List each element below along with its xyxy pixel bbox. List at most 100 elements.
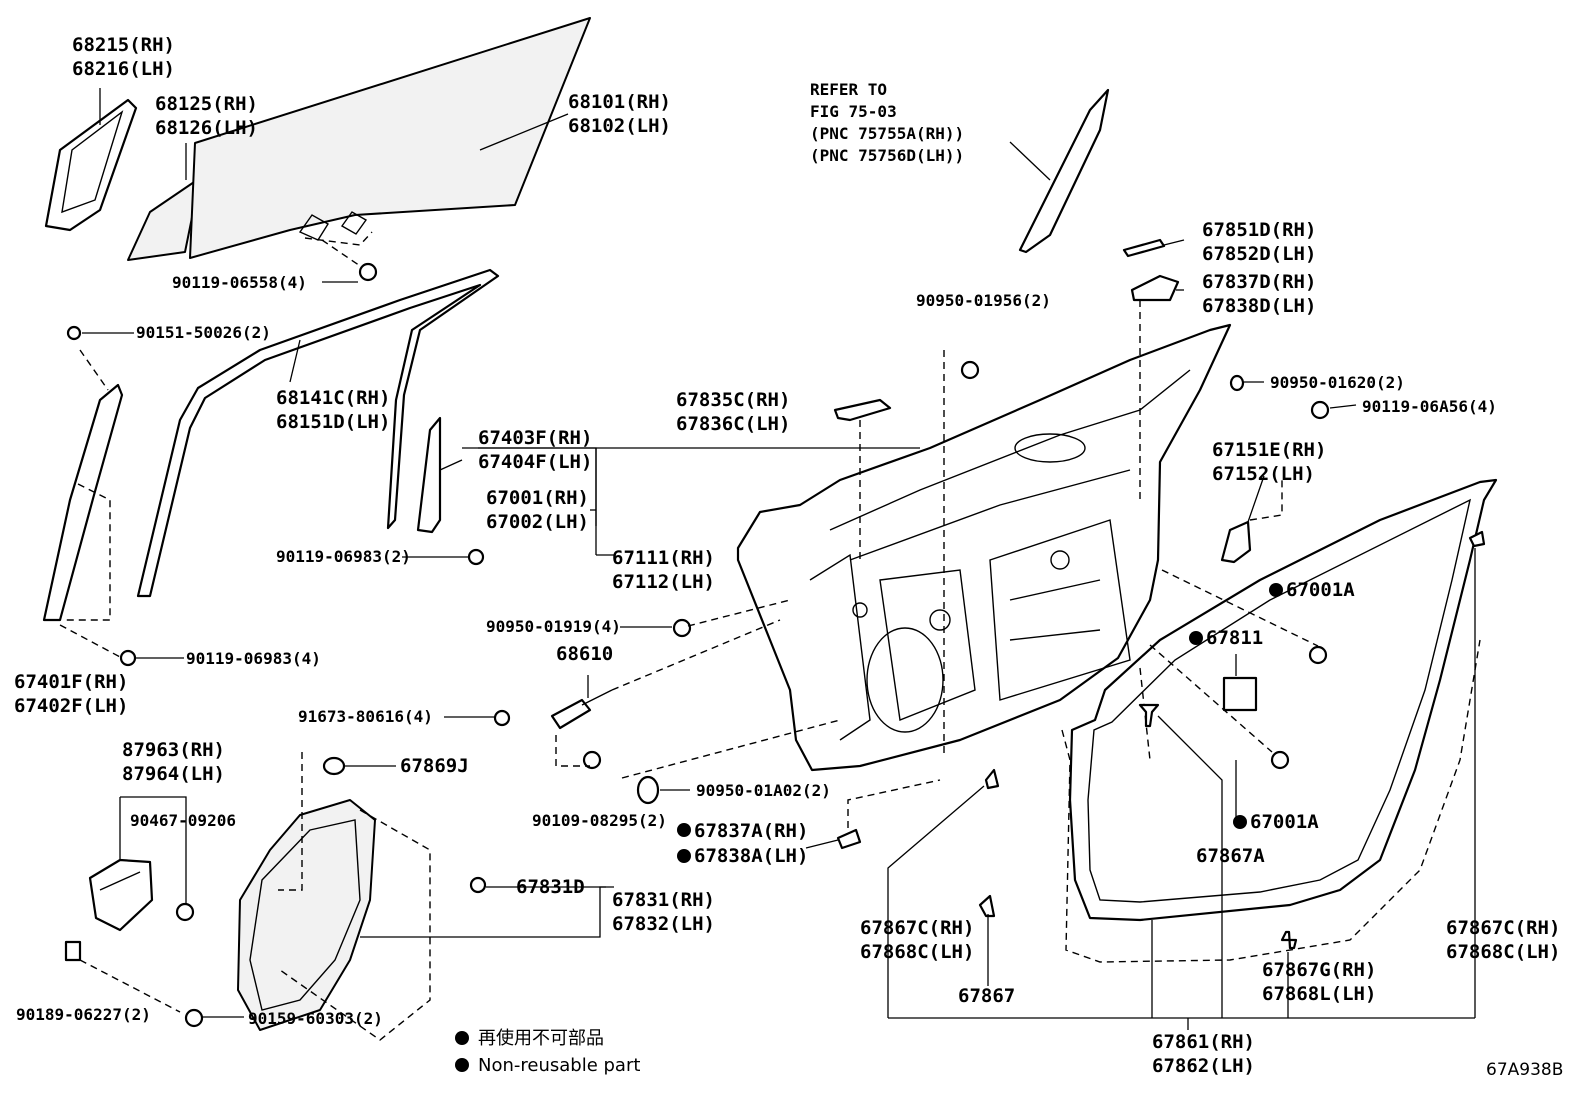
label-67832: 67832(LH): [612, 913, 715, 935]
clip-90189-06227: [64, 940, 82, 962]
door-glass: [189, 17, 591, 271]
hole-plug-90950-01956: [960, 360, 980, 380]
legend-dot: [455, 1031, 469, 1045]
label-67831: 67831(RH): [612, 889, 715, 911]
bolt-91673-80616: [493, 709, 511, 727]
clip-90151-50026: [66, 325, 82, 341]
label-67835c: 67835C(RH): [676, 389, 790, 411]
retainer-67837d: [1130, 274, 1180, 302]
label-67002: 67002(LH): [486, 511, 589, 533]
channel-67401f: [42, 349, 124, 659]
label-67867c-left: 67867C(RH): [860, 917, 974, 939]
bolt-90109-08295: [582, 750, 602, 770]
refer-line-1: REFER TO: [810, 80, 887, 99]
quarter-glass-frame: [44, 98, 138, 232]
nonreusable-dot: [1269, 583, 1283, 597]
label-90109-08295: 90109-08295(2): [532, 811, 667, 830]
label-67867c-right: 67867C(RH): [1446, 917, 1560, 939]
actuator-87963: [88, 858, 154, 932]
nonreusable-dot: [677, 849, 691, 863]
label-67402f: 67402F(LH): [14, 695, 128, 717]
legend-dot: [455, 1058, 469, 1072]
label-90119-06558: 90119-06558(4): [172, 273, 307, 292]
label-68215: 68215(RH): [72, 34, 175, 56]
refer-line-2: FIG 75-03: [810, 102, 897, 121]
label-68151d: 68151D(LH): [276, 411, 390, 433]
refer-line-4: (PNC 75756D(LH)): [810, 146, 964, 165]
label-90950-01a02: 90950-01A02(2): [696, 781, 831, 800]
clip-67831d: [469, 876, 487, 894]
nonreusable-dot: [1233, 815, 1247, 829]
nonreusable-dot: [677, 823, 691, 837]
label-67403f: 67403F(RH): [478, 427, 592, 449]
label-67868c-right: 67868C(LH): [1446, 941, 1560, 963]
label-90119-06a56: 90119-06A56(4): [1362, 397, 1497, 416]
label-67836c: 67836C(LH): [676, 413, 790, 435]
bolt-90119-06983-2: [467, 548, 485, 566]
label-87963: 87963(RH): [122, 739, 225, 761]
screw-90467-09206: [175, 902, 195, 922]
label-68141c: 68141C(RH): [276, 387, 390, 409]
label-67867: 67867: [958, 985, 1015, 1007]
screw-90159-60303: [184, 1008, 204, 1028]
legend-jp: 再使用不可部品: [478, 1028, 604, 1049]
label-67868l: 67868L(LH): [1262, 983, 1376, 1005]
label-67404f: 67404F(LH): [478, 451, 592, 473]
label-90119-06983-4: 90119-06983(4): [186, 649, 321, 668]
nonreusable-dot: [1189, 631, 1203, 645]
service-hole-cover-67831: [237, 799, 376, 1031]
label-67851d: 67851D(RH): [1202, 219, 1316, 241]
bolt-90119-06558: [322, 262, 378, 283]
label-67868c-left: 67868C(LH): [860, 941, 974, 963]
label-68101: 68101(RH): [568, 91, 671, 113]
label-68102: 68102(LH): [568, 115, 671, 137]
label-67112: 67112(LH): [612, 571, 715, 593]
label-90119-06983-2: 90119-06983(2): [276, 547, 411, 566]
clip-67867g: [1280, 930, 1298, 950]
label-67837a: 67837A(RH): [694, 820, 808, 842]
label-67838a: 67838A(LH): [694, 845, 808, 867]
run-channel-68141c: [136, 268, 500, 598]
door-frame-moulding: [1018, 88, 1110, 254]
label-67852d: 67852D(LH): [1202, 243, 1316, 265]
leader-dash: [555, 735, 590, 767]
label-67001a-lower: 67001A: [1250, 811, 1319, 833]
door-check-68610: [550, 689, 613, 730]
label-91673-80616: 91673-80616(4): [298, 707, 433, 726]
label-67001: 67001(RH): [486, 487, 589, 509]
label-68126: 68126(LH): [155, 117, 258, 139]
hinge-bracket-67151e: [1220, 478, 1283, 564]
bolt-90119-06983-4: [119, 649, 137, 667]
quarter-glass: [127, 177, 201, 261]
label-67867g: 67867G(RH): [1262, 959, 1376, 981]
clip-67867c-right: [1468, 530, 1486, 548]
legend-en: Non-reusable part: [478, 1055, 640, 1076]
clip-67851d: [1122, 238, 1166, 258]
label-90950-01956: 90950-01956(2): [916, 291, 1051, 310]
plug-67001a-upper: [1308, 645, 1328, 665]
front-door-panel: [736, 300, 1232, 772]
label-68125: 68125(RH): [155, 93, 258, 115]
label-67837d: 67837D(RH): [1202, 271, 1316, 293]
label-67811: 67811: [1206, 627, 1263, 649]
label-68610: 68610: [556, 643, 613, 665]
bracket-67835c: [833, 398, 892, 560]
label-67401f: 67401F(RH): [14, 671, 128, 693]
label-87964: 87964(LH): [122, 763, 225, 785]
label-67867a: 67867A: [1196, 845, 1265, 867]
diagram-id: 67A938B: [1486, 1060, 1563, 1080]
refer-line-3: (PNC 75755A(RH)): [810, 124, 964, 143]
label-90189-06227: 90189-06227(2): [16, 1005, 151, 1024]
retainer-67837a: [836, 779, 941, 850]
bolt-90119-06a56: [1310, 400, 1330, 420]
label-67838d: 67838D(LH): [1202, 295, 1316, 317]
label-67861: 67861(RH): [1152, 1031, 1255, 1053]
label-68216: 68216(LH): [72, 58, 175, 80]
belt-channel-67403f: [416, 416, 442, 534]
door-weatherstrip-67861: [1061, 478, 1498, 963]
label-90151-50026: 90151-50026(2): [136, 323, 271, 342]
label-90950-01919: 90950-01919(4): [486, 617, 621, 636]
label-67001a-upper: 67001A: [1286, 579, 1355, 601]
